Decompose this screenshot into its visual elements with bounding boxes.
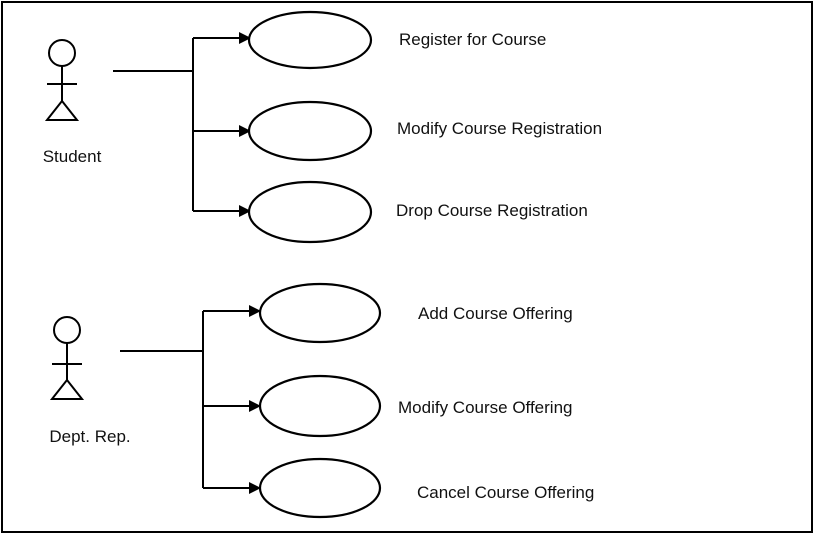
- actor-student: Student: [43, 39, 102, 166]
- use-case-register-for-course: Register for Course: [247, 10, 546, 70]
- use-case-label: Modify Course Registration: [397, 119, 602, 138]
- arrowhead-icon: [239, 205, 251, 217]
- actor-label-dept-rep: Dept. Rep.: [49, 427, 130, 446]
- use-case-label: Modify Course Offering: [398, 398, 572, 417]
- use-case-label: Add Course Offering: [418, 304, 573, 323]
- stick-figure-icon: [49, 316, 85, 400]
- arrowhead-icon: [249, 305, 261, 317]
- use-case-cancel-course-offering: Cancel Course Offering: [258, 457, 594, 519]
- use-case-drop-course-registration: Drop Course Registration: [247, 180, 588, 244]
- arrowhead-icon: [249, 482, 261, 494]
- use-case-modify-course-registration: Modify Course Registration: [247, 100, 602, 162]
- use-case-add-course-offering: Add Course Offering: [258, 282, 573, 344]
- actor-label-student: Student: [43, 147, 102, 166]
- dept-rep-associations: [120, 305, 261, 494]
- arrowhead-icon: [249, 400, 261, 412]
- student-associations: [113, 32, 251, 217]
- actor-dept-rep: Dept. Rep.: [49, 316, 131, 446]
- stick-figure-icon: [44, 39, 80, 121]
- use-case-label: Drop Course Registration: [396, 201, 588, 220]
- use-case-label: Cancel Course Offering: [417, 483, 594, 502]
- arrowhead-icon: [239, 125, 251, 137]
- use-case-label: Register for Course: [399, 30, 546, 49]
- use-case-modify-course-offering: Modify Course Offering: [258, 374, 572, 438]
- arrowhead-icon: [239, 32, 251, 44]
